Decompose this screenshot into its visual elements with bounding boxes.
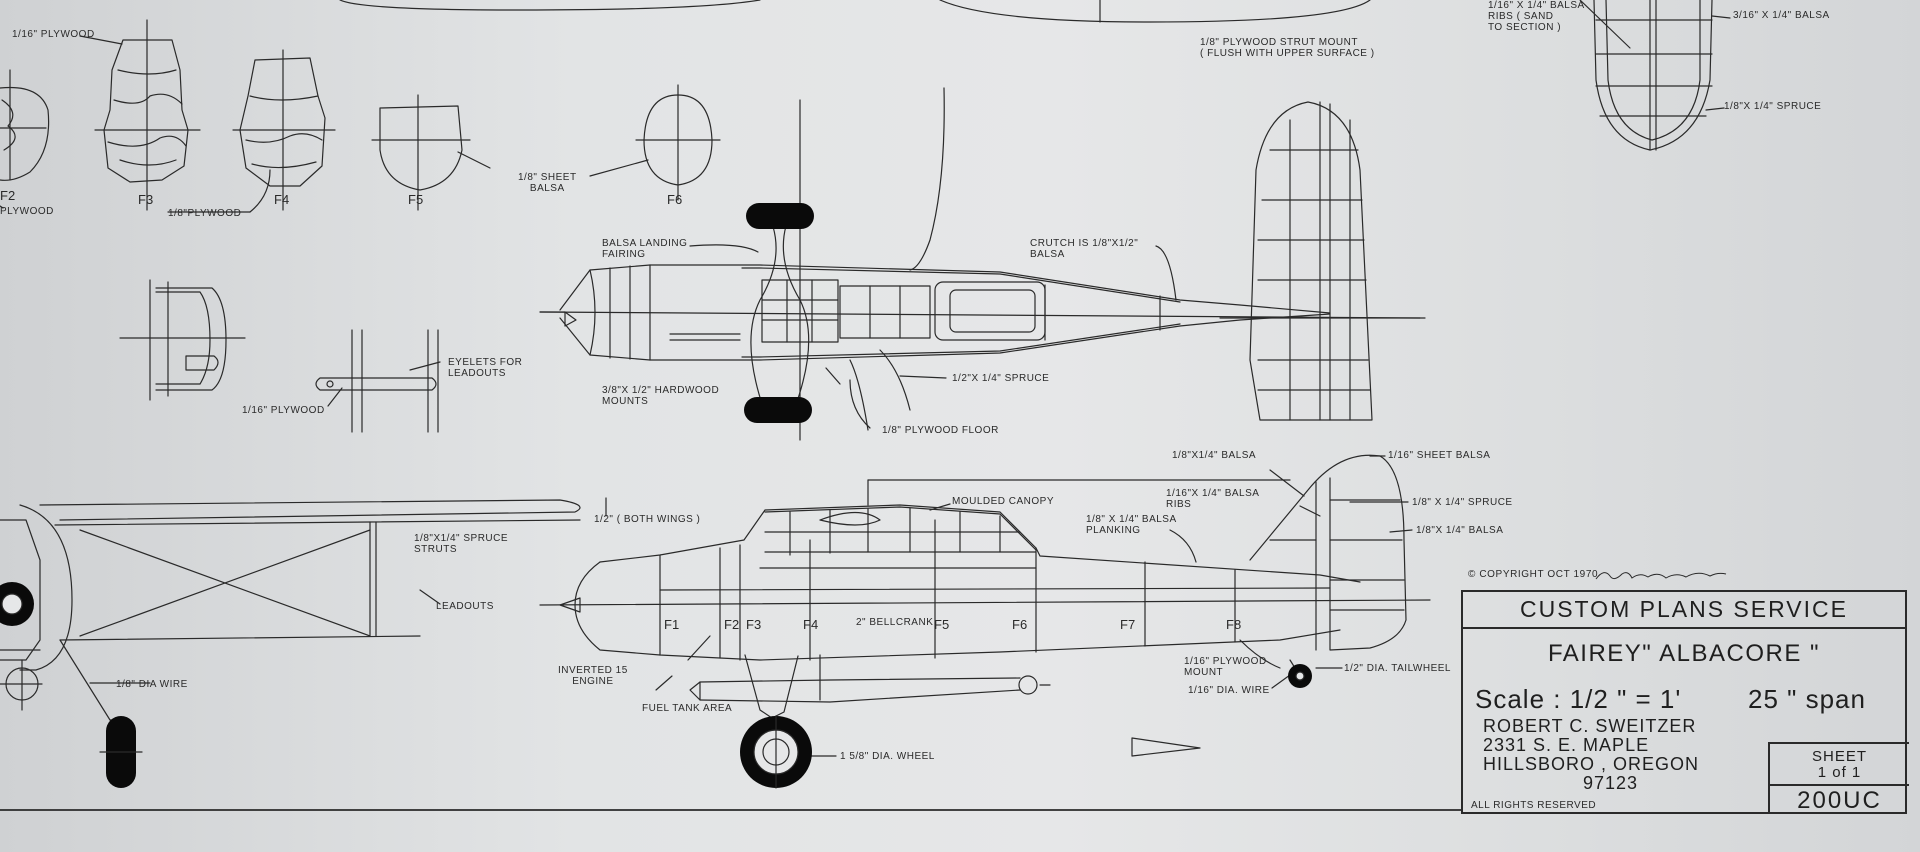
tail-top-view: [1219, 101, 1426, 421]
address-street: 2331 S. E. MAPLE: [1483, 735, 1650, 755]
copyright-notice: © COPYRIGHT OCT 1970: [1468, 569, 1599, 580]
label-sheet-balsa: 1/8" SHEET BALSA: [518, 172, 577, 194]
landing-gear-side: [689, 654, 1051, 749]
tail-side-view: [1239, 454, 1407, 669]
label-crutch: CRUTCH IS 1/8"X1/2" BALSA: [1030, 238, 1139, 260]
label-f4: F4: [274, 192, 290, 207]
label-sheet-balsa-side: 1/16" SHEET BALSA: [1388, 450, 1491, 461]
former-leaders: [0, 35, 271, 213]
label-dia-wire-right: 1/16" DIA. WIRE: [1188, 685, 1270, 696]
station-f4: F4: [803, 617, 819, 632]
former-f6: [589, 84, 721, 201]
label-dia-wire: 1/8" DIA WIRE: [116, 679, 188, 690]
sheet-number: 1 of 1: [1817, 764, 1862, 781]
label-spruce-1-8: 1/8"X 1/4" SPRUCE: [1724, 101, 1822, 112]
former-f2: [0, 69, 50, 181]
label-tailwheel: 1/2" DIA. TAILWHEEL: [1344, 663, 1451, 674]
label-spruce-right: 1/8" X 1/4" SPRUCE: [1412, 497, 1513, 508]
label-balsa-ribs: 1/16"X 1/4" BALSA RIBS: [1166, 488, 1260, 510]
station-f1: F1: [664, 617, 680, 632]
label-strut-mount: 1/8" PLYWOOD STRUT MOUNT ( FLUSH WITH UP…: [1200, 37, 1375, 59]
top-leaders: [689, 244, 1177, 429]
span-text: 25 " span: [1748, 684, 1866, 714]
label-f2: F2: [0, 188, 16, 203]
label-plywood-left: PLYWOOD: [0, 206, 54, 217]
station-f7: F7: [1120, 617, 1136, 632]
sheet-label: SHEET: [1811, 748, 1867, 765]
label-balsa-right: 1/8"X 1/4" BALSA: [1416, 525, 1504, 536]
label-fuel-tank: FUEL TANK AREA: [642, 703, 733, 714]
label-f3: F3: [138, 192, 154, 207]
station-f5: F5: [934, 617, 950, 632]
label-spruce-1-2: 1/2"X 1/4" SPRUCE: [952, 373, 1050, 384]
former-f4: [232, 49, 336, 211]
wheel-hubs: [1, 593, 1305, 775]
label-leadouts: LEADOUTS: [436, 601, 494, 612]
fuselage-side-view: [539, 479, 1431, 661]
label-ply-1-16: 1/16" PLYWOOD: [12, 29, 95, 40]
label-balsa-top: 1/8"X1/4" BALSA: [1172, 450, 1257, 461]
label-balsa-fairing: BALSA LANDING FAIRING: [602, 238, 688, 260]
designer-signature: [1595, 572, 1727, 580]
former-f5: [371, 94, 491, 211]
label-f5: F5: [408, 192, 424, 207]
former-f3: [94, 19, 201, 211]
scale-text: Scale : 1/2 " = 1': [1475, 684, 1682, 714]
cowl-side-view: [119, 279, 246, 401]
label-ply-1-8: 1/8"PLYWOOD: [168, 208, 242, 219]
station-f2: F2: [724, 617, 740, 632]
label-hardwood-mounts: 3/8"X 1/2" HARDWOOD MOUNTS: [602, 385, 720, 407]
address-city: HILLSBORO , OREGON: [1483, 754, 1700, 774]
station-f3: F3: [746, 617, 762, 632]
label-wheel: 1 5/8" DIA. WHEEL: [840, 751, 935, 762]
label-ply-bellcrank: 1/16" PLYWOOD: [242, 405, 325, 416]
label-ply-mount: 1/16" PLYWOOD MOUNT: [1184, 656, 1267, 678]
sheet-divider: [1770, 784, 1909, 786]
rights-reserved: ALL RIGHTS RESERVED: [1471, 800, 1597, 811]
label-bellcrank: 2" BELLCRANK: [856, 617, 934, 628]
label-plywood-floor: 1/8" PLYWOOD FLOOR: [882, 425, 999, 436]
station-f6: F6: [1012, 617, 1028, 632]
side-leaders: [655, 455, 1413, 757]
title-block: CUSTOM PLANS SERVICE FAIREY" ALBACORE " …: [1461, 590, 1909, 814]
label-wing-ribs: 1/16" X 1/4" BALSA RIBS ( SAND TO SECTIO…: [1488, 0, 1585, 33]
model-name: FAIREY" ALBACORE ": [1547, 640, 1821, 667]
sheet-box: SHEET 1 of 1 200UC: [1768, 742, 1909, 814]
label-both-wings: 1/2" ( BOTH WINGS ): [594, 514, 701, 525]
label-struts: 1/8"X1/4" SPRUCE STRUTS: [414, 533, 509, 555]
label-balsa-3-16: 3/16" X 1/4" BALSA: [1733, 10, 1830, 21]
bellcrank-mount: [315, 329, 441, 433]
company-name: CUSTOM PLANS SERVICE: [1463, 592, 1905, 629]
front-view: [0, 497, 607, 721]
designer-name: ROBERT C. SWEITZER: [1483, 716, 1697, 736]
landing-gear-top: [750, 205, 810, 411]
label-f6: F6: [667, 192, 683, 207]
label-eyelets: EYELETS FOR LEADOUTS: [448, 357, 523, 379]
filled-wheels: [0, 203, 1312, 788]
label-planking: 1/8" X 1/4" BALSA PLANKING: [1086, 514, 1177, 536]
label-moulded-canopy: MOULDED CANOPY: [952, 496, 1055, 507]
address-zip: 97123: [1583, 773, 1639, 793]
upper-wing-fragments: [339, 0, 1371, 23]
wing-rib-view: [1579, 0, 1731, 151]
station-f8: F8: [1226, 617, 1242, 632]
label-inverted-engine: INVERTED 15 ENGINE: [558, 665, 628, 687]
plan-code: 200UC: [1797, 787, 1882, 814]
